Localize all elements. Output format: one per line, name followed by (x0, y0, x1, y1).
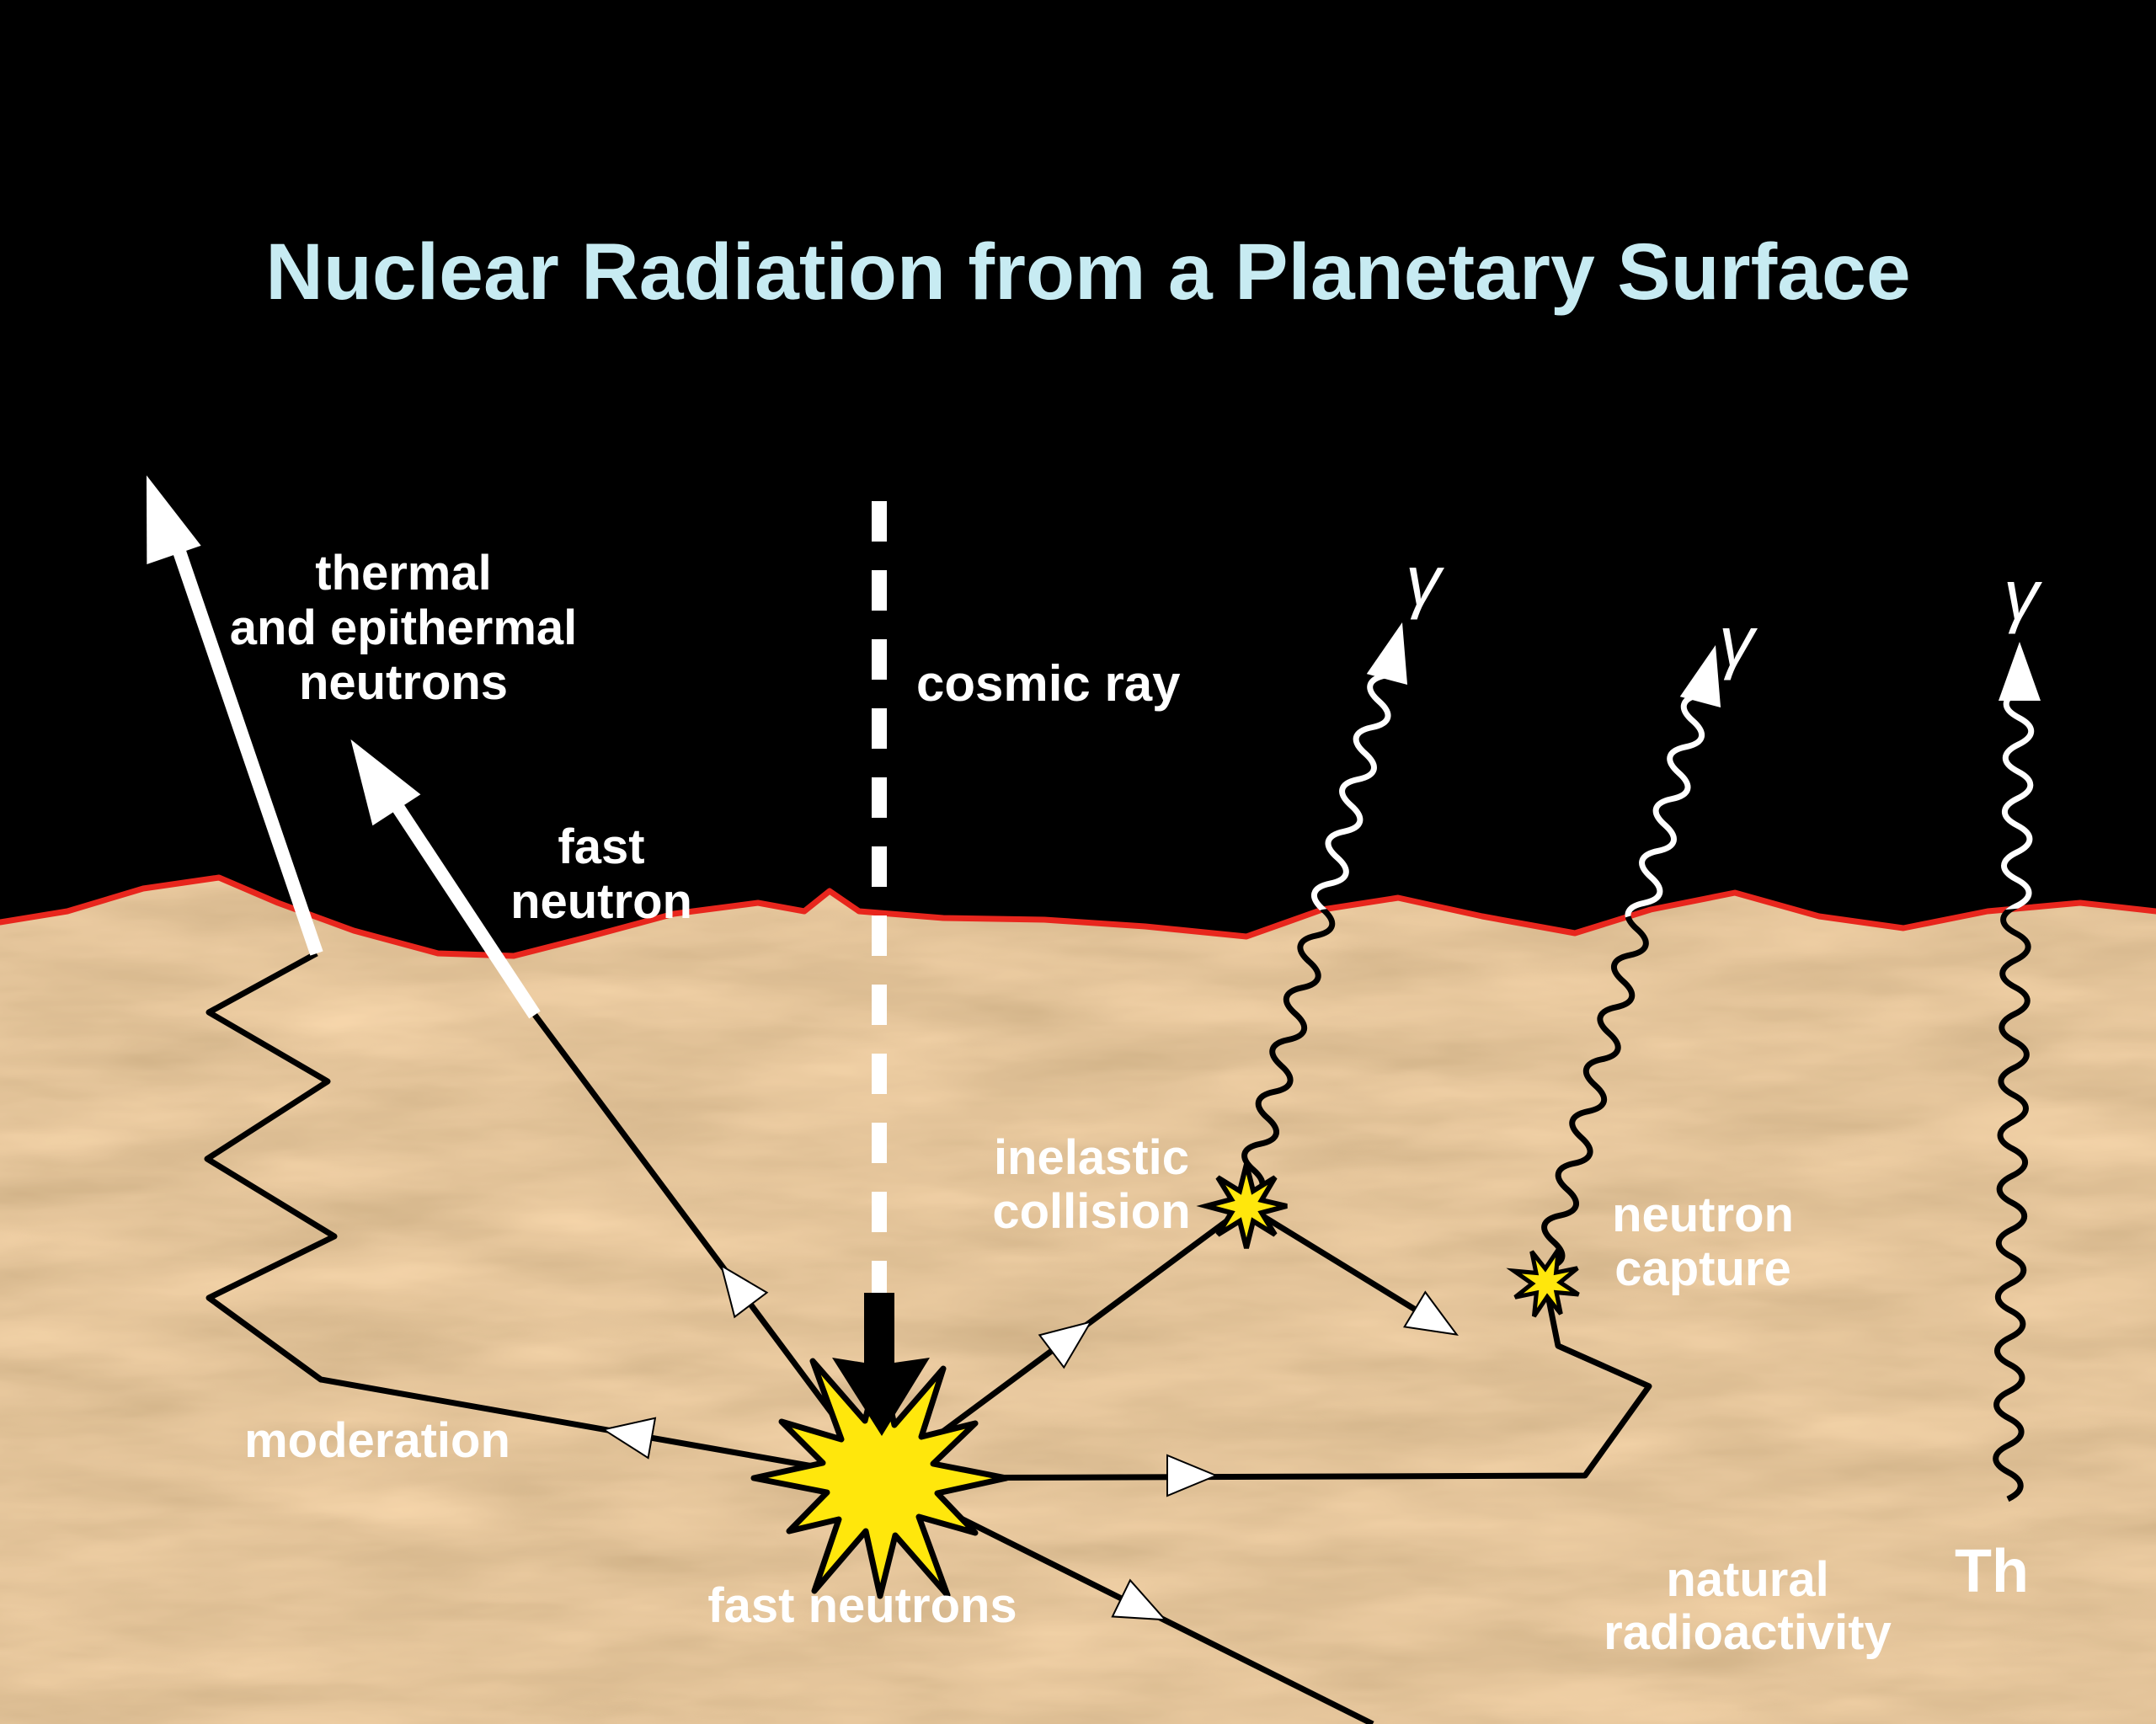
label-inelastic-line1: inelastic (994, 1130, 1189, 1185)
scattered-neutron-path (1245, 1204, 1427, 1318)
downward-path-arrowhead (1111, 1578, 1167, 1621)
label-fast-neutron-line2: neutron (510, 874, 692, 929)
surface-line (0, 874, 2156, 959)
gamma-arrowhead-inelastic (1366, 622, 1408, 686)
scattered-neutron-arrowhead (1403, 1290, 1459, 1337)
planetary-soil (0, 878, 2156, 1724)
gamma-arrowhead-capture (1679, 644, 1721, 708)
inelastic-collision-starburst (1206, 1164, 1287, 1248)
label-thermal-line1: thermal (315, 546, 492, 600)
fast-neutron-arrow-shaft (390, 800, 541, 1019)
label-fast-neutron-line1: fast (558, 819, 644, 874)
label-neutron-capture-line2: capture (1614, 1241, 1791, 1296)
label-fast-neutrons: fast neutrons (707, 1578, 1017, 1633)
fast-escape-arrowhead (719, 1263, 769, 1319)
inelastic-path-arrowhead (1038, 1320, 1093, 1369)
fast-neutron-arrowhead (350, 739, 421, 826)
gamma-arrowhead-thorium (1999, 642, 2041, 701)
label-natural-line1: natural (1666, 1552, 1828, 1607)
label-thermal-line2: and epithermal (230, 600, 578, 655)
moderation-zigzag-path (204, 950, 881, 1481)
label-thermal-line3: neutrons (299, 655, 508, 710)
cosmic-ray-arrowhead (832, 1293, 930, 1436)
gamma-symbol-thorium: γ (2004, 555, 2042, 634)
fast-neutron-source-starburst (750, 1357, 1010, 1599)
label-neutron-capture-line1: neutron (1612, 1188, 1794, 1242)
label-cosmic-ray: cosmic ray (916, 655, 1181, 712)
thermal-neutron-arrowhead (146, 475, 201, 564)
path-to-neutron-capture (879, 1286, 1652, 1481)
thermal-neutron-arrow-shaft (172, 547, 323, 956)
label-thorium: Th (1955, 1538, 2029, 1605)
page-title: Nuclear Radiation from a Planetary Surfa… (265, 227, 1910, 317)
gamma-symbol-inelastic: γ (1406, 541, 1444, 620)
fast-neutron-escape-path (532, 1012, 883, 1481)
gamma-symbol-capture: γ (1719, 601, 1758, 681)
capture-path-arrowhead (1166, 1454, 1219, 1497)
label-moderation: moderation (244, 1413, 510, 1468)
moderation-arrowhead (601, 1417, 657, 1460)
label-inelastic-line2: collision (992, 1184, 1190, 1239)
label-natural-line2: radioactivity (1604, 1605, 1892, 1660)
